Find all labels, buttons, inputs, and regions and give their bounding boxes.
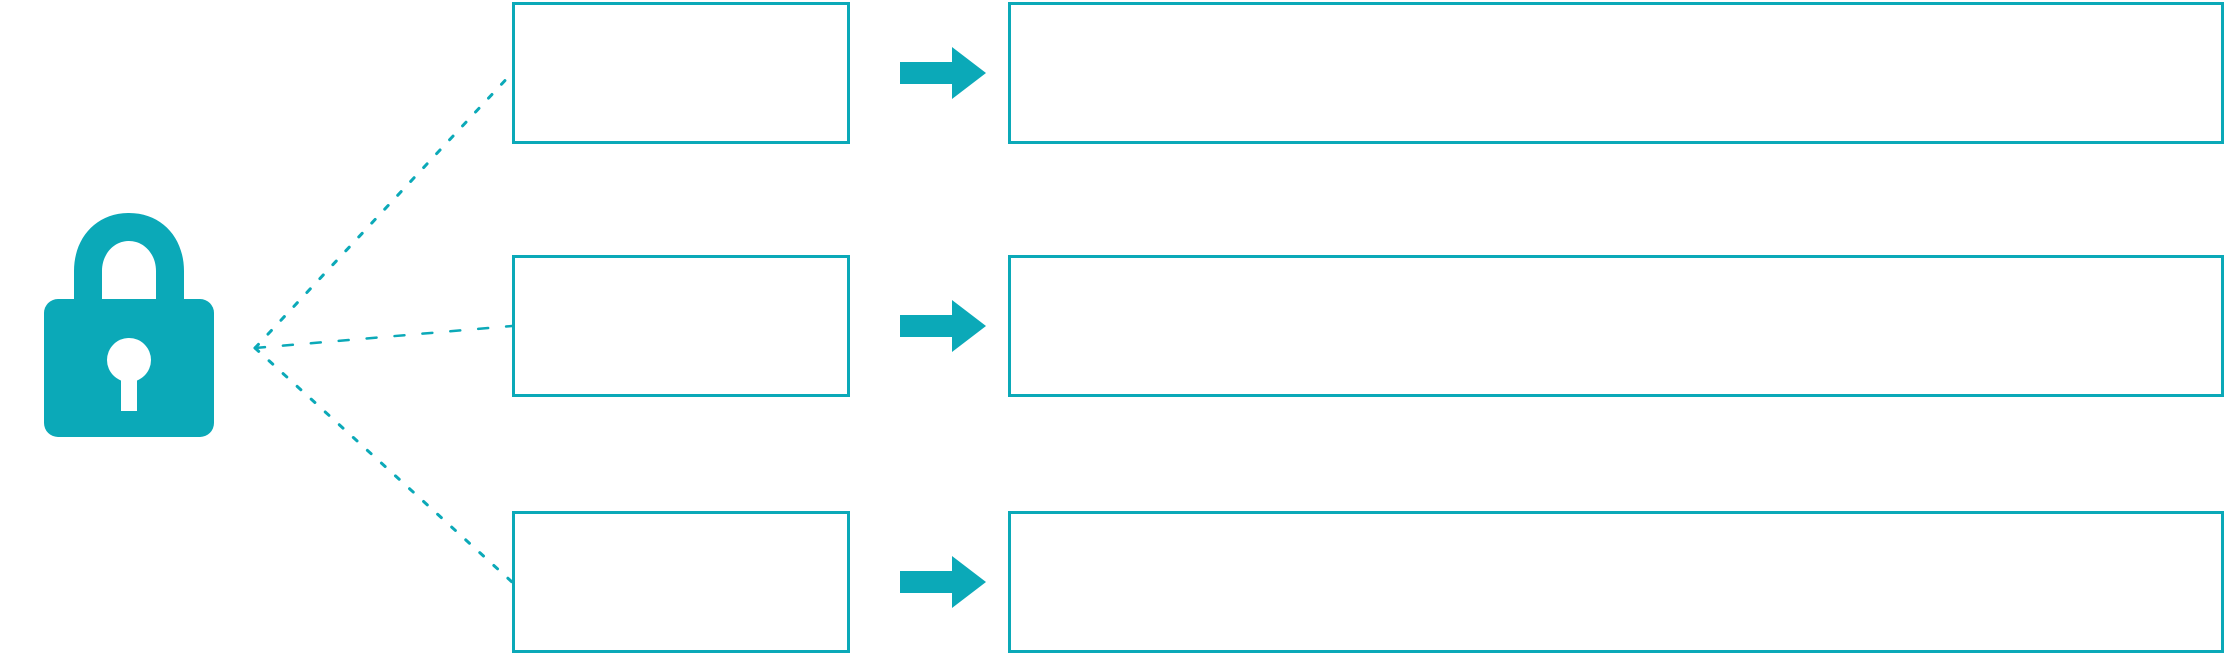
effect-box-1[interactable]	[1008, 2, 2224, 144]
arrow-right-icon	[900, 43, 986, 103]
cause-box-3[interactable]	[512, 511, 850, 653]
cause-box-1[interactable]	[512, 2, 850, 144]
lock-icon	[44, 213, 214, 437]
effect-box-3[interactable]	[1008, 511, 2224, 653]
arrow-right-icon	[900, 296, 986, 356]
connector-line-2	[253, 324, 514, 350]
connector-line-1	[253, 71, 514, 350]
arrow-right-icon	[900, 552, 986, 612]
cause-box-2[interactable]	[512, 255, 850, 397]
effect-box-2[interactable]	[1008, 255, 2224, 397]
connector-line-3	[253, 346, 514, 584]
